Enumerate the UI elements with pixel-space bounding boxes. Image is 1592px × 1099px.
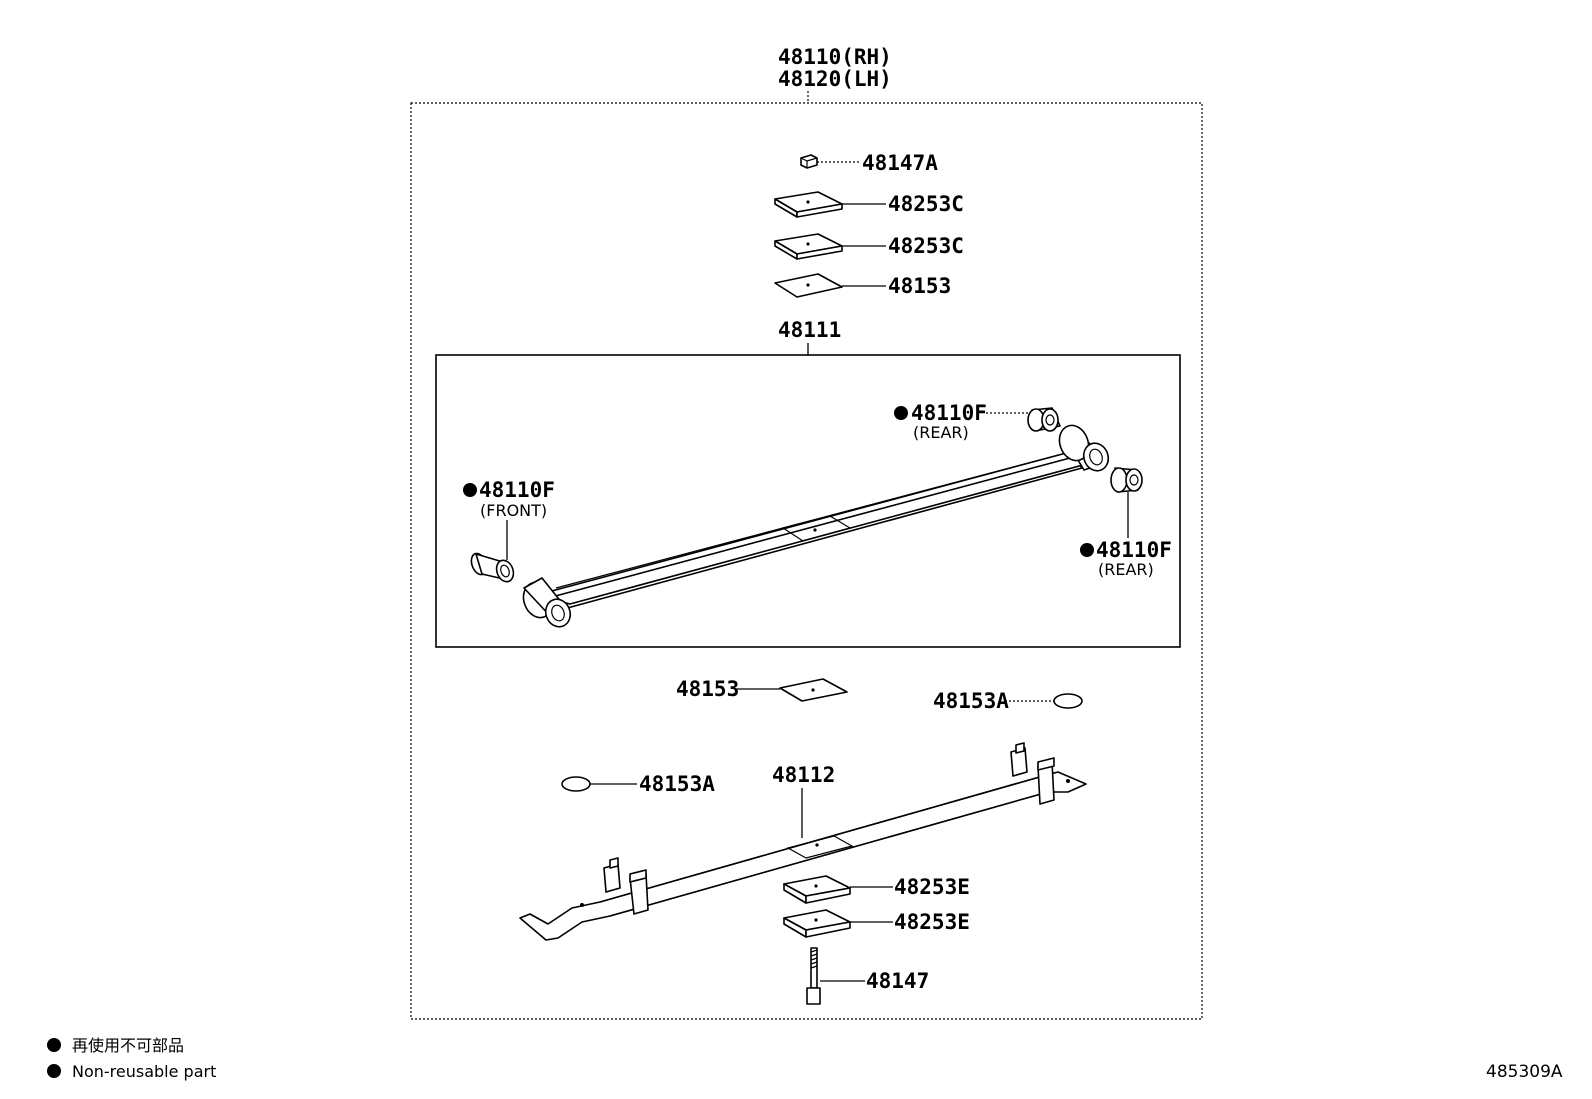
u-bolt-nut-label: 48147A	[862, 151, 938, 175]
center-bolt-label: 48147	[866, 969, 929, 993]
silencer-left-part	[561, 776, 637, 792]
insulator-upper-part	[774, 273, 886, 298]
non-reusable-mark-rear-right	[1080, 543, 1094, 557]
assembly-label-lh: 48120(LH)	[778, 67, 892, 91]
plate-upper-2-label: 48253C	[888, 234, 964, 258]
legend-text-jp: 再使用不可部品	[72, 1036, 184, 1055]
bushing-rear-top-note: (REAR)	[913, 423, 969, 442]
plate-lower-1-part	[783, 875, 893, 904]
insulator-lower-part	[736, 678, 848, 702]
bushing-front-note: (FRONT)	[480, 501, 547, 520]
plate-lower-1-label: 48253E	[894, 875, 970, 899]
bushing-rear-right-part	[1110, 467, 1143, 538]
plate-upper-2-part	[774, 233, 886, 260]
leaf-second-label: 48112	[772, 763, 835, 787]
assembly-label-rh: 48110(RH)	[778, 45, 892, 69]
bushing-rear-right-label: 48110F	[1096, 538, 1172, 562]
plate-lower-2-part	[783, 909, 893, 938]
plate-lower-2-label: 48253E	[894, 910, 970, 934]
diagram-code: 485309A	[1486, 1062, 1563, 1082]
legend-text-en: Non-reusable part	[72, 1062, 216, 1081]
silencer-right-label: 48153A	[933, 689, 1009, 713]
assembly-frame	[410, 102, 1203, 1020]
insulator-upper-label: 48153	[888, 274, 951, 298]
leaf-second-part	[519, 742, 1087, 941]
bushing-rear-top-label: 48110F	[911, 401, 987, 425]
insulator-lower-label: 48153	[676, 677, 739, 701]
bushing-rear-top-part	[986, 407, 1061, 432]
leaf-main-label: 48111	[778, 318, 841, 342]
u-bolt-nut-part	[800, 154, 861, 169]
silencer-right-part	[1005, 693, 1083, 709]
legend-mark-en	[47, 1064, 61, 1078]
plate-upper-1-part	[774, 191, 886, 218]
legend-mark-jp	[47, 1038, 61, 1052]
center-bolt-part	[806, 947, 865, 1005]
non-reusable-mark-front	[463, 483, 477, 497]
silencer-left-label: 48153A	[639, 772, 715, 796]
bushing-front-label: 48110F	[479, 478, 555, 502]
non-reusable-mark-rear-top	[894, 406, 908, 420]
bushing-front-part	[470, 520, 515, 583]
bushing-rear-right-note: (REAR)	[1098, 560, 1154, 579]
plate-upper-1-label: 48253C	[888, 192, 964, 216]
leaf-main-part	[522, 424, 1110, 628]
